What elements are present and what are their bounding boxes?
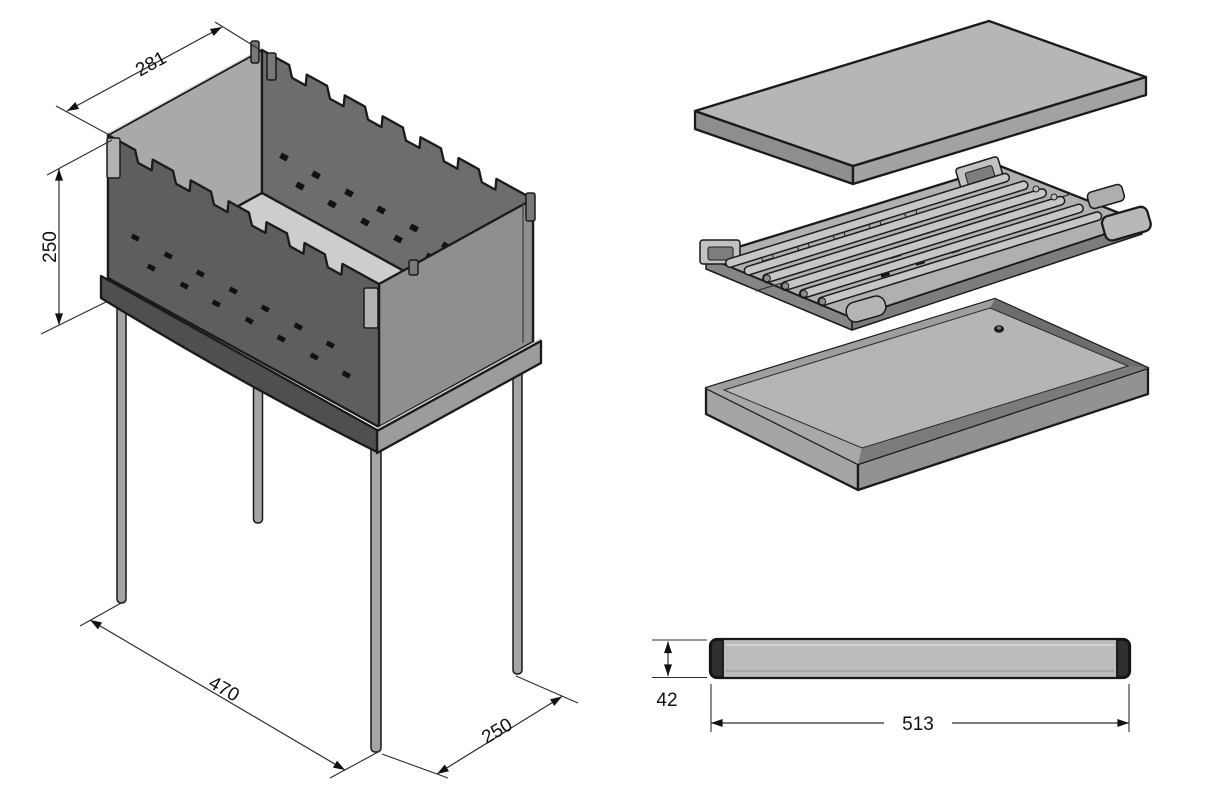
extension-line xyxy=(329,750,381,779)
air-hole xyxy=(228,286,238,295)
air-hole xyxy=(244,316,254,325)
air-hole xyxy=(293,322,303,331)
dim-label-length: 470 xyxy=(205,672,243,706)
skewer-rods xyxy=(725,172,1103,307)
skewer-plate-layer xyxy=(699,156,1152,331)
air-hole xyxy=(376,205,386,215)
air-hole xyxy=(211,299,221,308)
air-hole xyxy=(327,199,337,209)
air-hole xyxy=(276,334,286,343)
rod-end-cap xyxy=(800,289,808,298)
skewer-rod xyxy=(781,197,1064,290)
dim-label-top-width: 281 xyxy=(132,48,170,82)
ash-tray xyxy=(704,297,1150,492)
exploded-view xyxy=(693,19,1152,492)
air-hole xyxy=(341,370,351,379)
corner-clip-left xyxy=(106,137,121,179)
air-hole xyxy=(360,217,370,227)
plate-foot xyxy=(845,295,887,323)
dim-label-depth: 250 xyxy=(478,714,516,748)
dimension-line xyxy=(89,619,346,771)
air-hole xyxy=(130,233,140,242)
corner-clip-front xyxy=(363,287,379,329)
air-hole xyxy=(311,170,321,180)
extension-line xyxy=(55,105,114,138)
dim-label-folded-length: 513 xyxy=(902,714,934,735)
plate-edge-front xyxy=(851,221,1143,331)
cap-body xyxy=(1100,205,1152,242)
corner-clip-right xyxy=(525,192,536,222)
extension-line xyxy=(381,753,449,779)
leg-tube-cap-large xyxy=(1100,205,1152,242)
dimension-folded-length: 513 xyxy=(710,684,1130,735)
extension-line xyxy=(515,675,579,704)
corner-clip-back-a xyxy=(250,40,260,64)
dimension-line xyxy=(66,26,223,112)
extension-line xyxy=(79,601,124,627)
tray-drain-hole-center xyxy=(996,326,1002,330)
extension-line xyxy=(214,21,263,52)
air-hole xyxy=(309,352,319,361)
folded-case-end-cap-left xyxy=(710,639,724,678)
grill-leg-right xyxy=(512,367,523,675)
grill-leg-front-left xyxy=(116,294,127,604)
rod-nub xyxy=(1032,185,1040,193)
rod-end-cap xyxy=(818,297,827,306)
tray-inner-wall-front-right xyxy=(858,366,1148,464)
cap-body xyxy=(1086,183,1126,210)
extension-line xyxy=(40,301,107,335)
lid-cover xyxy=(693,19,1148,186)
tray-floor xyxy=(722,307,1130,449)
skewer-rod xyxy=(745,181,1028,275)
air-hole xyxy=(260,304,270,313)
assembled-grill-view: 281 250 470 250 xyxy=(40,21,579,779)
extension-line xyxy=(46,139,113,176)
leg-tube-cap-small xyxy=(1086,183,1126,210)
rod-nub xyxy=(1050,193,1058,201)
dim-label-height: 250 xyxy=(40,231,61,263)
bracket-channel xyxy=(707,246,734,261)
air-holes-front-wall xyxy=(130,233,351,379)
air-hole xyxy=(393,234,403,244)
dimension-folded-thickness: 42 xyxy=(652,639,707,711)
air-hole xyxy=(409,223,419,233)
lid-top-face xyxy=(693,19,1148,168)
grill-leg-rear xyxy=(252,382,264,524)
rod-end-cap xyxy=(781,282,790,290)
tray-inner-wall-front-left xyxy=(706,388,862,464)
dimension-line xyxy=(436,695,563,775)
folded-case-body xyxy=(708,637,1132,680)
corner-clip-back-b xyxy=(266,52,277,81)
base-band-front-face xyxy=(99,274,379,454)
folded-case-end-cap-right xyxy=(1116,639,1130,678)
skewer-rod xyxy=(800,205,1083,298)
dim-label-folded-thickness: 42 xyxy=(656,690,677,711)
grill-leg-front-right xyxy=(370,429,382,753)
dimension-depth: 250 xyxy=(381,675,579,779)
skewer-rod xyxy=(763,189,1046,282)
air-hole xyxy=(179,281,189,290)
dimension-length: 470 xyxy=(79,601,381,779)
air-hole xyxy=(295,181,305,191)
dimension-height: 250 xyxy=(40,139,113,335)
air-hole xyxy=(163,251,173,260)
corner-clip-front-nub xyxy=(408,259,419,276)
skewer-rod xyxy=(818,212,1101,305)
rod-end-cap xyxy=(763,274,771,283)
tray-inner-wall-back-left xyxy=(706,299,995,390)
air-hole xyxy=(344,188,354,198)
tray-inner-wall-back-right xyxy=(990,299,1148,368)
skewer-rod xyxy=(726,174,1009,267)
air-hole xyxy=(325,340,335,349)
air-hole xyxy=(195,269,205,278)
folded-case-view: 42 513 xyxy=(652,637,1132,735)
air-hole xyxy=(279,152,289,162)
foot-body xyxy=(845,295,887,323)
air-hole xyxy=(146,263,156,272)
